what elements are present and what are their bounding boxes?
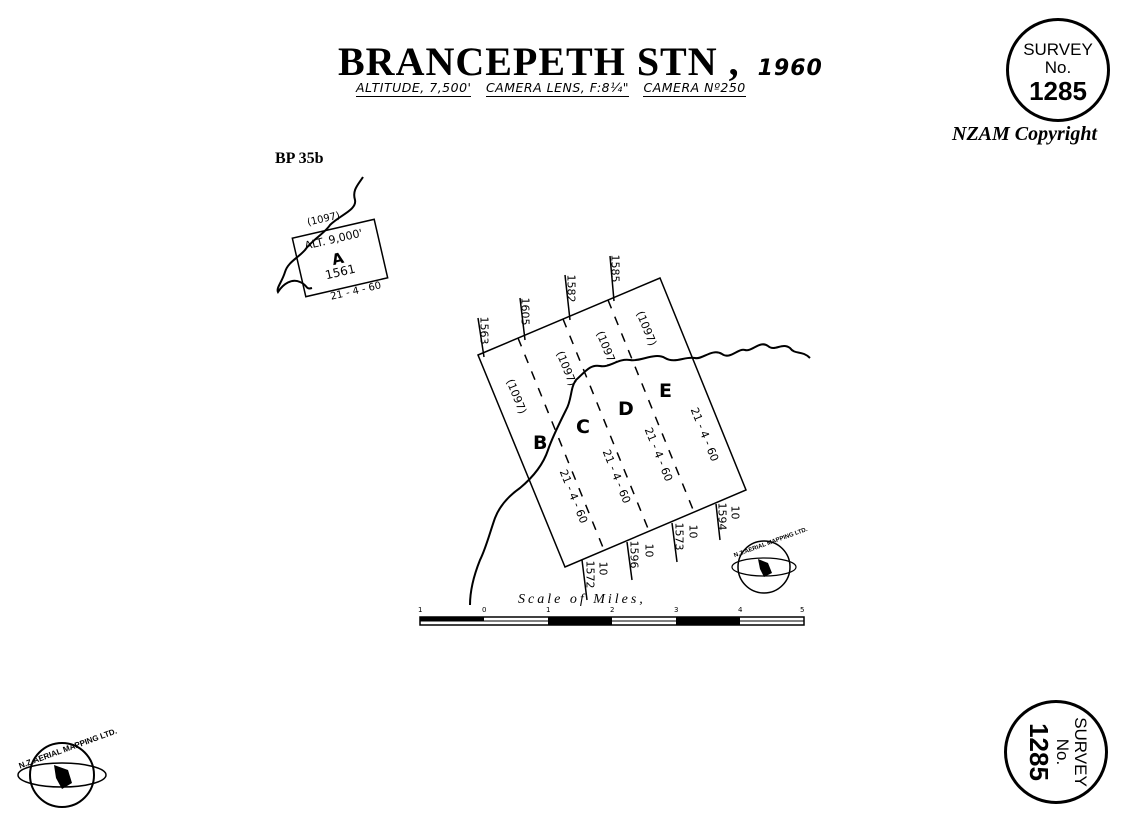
run-b-end: 1572 [583,560,597,589]
scale-tick-1: 1 [546,606,551,614]
run-b-letter: B [533,432,548,454]
copyright-notice: NZAM Copyright [952,123,1098,145]
run-c-count: 10 [642,543,656,558]
run-d-end: 1573 [672,522,686,551]
title-year: 1960 [757,56,823,81]
altitude-label: ALTITUDE, 7,500' [356,80,472,97]
run-d-count: 10 [686,524,700,539]
scale-bar [419,616,805,626]
run-ticks [477,255,721,601]
flight-specs: ALTITUDE, 7,500' CAMERA LENS, F:8¼" CAME… [356,80,756,97]
camera-label: CAMERA Nº250 [643,80,746,97]
scale-tick-5: 5 [800,606,805,614]
run-c-end: 1596 [627,540,641,569]
river [276,176,364,295]
run-a-frame [291,218,389,298]
scale-tick-left: 1 [418,606,423,614]
run-e-end: 1594 [715,502,729,531]
map-title: BRANCEPETH STN ,1960 [338,39,823,84]
run-e-start: 1585 [608,254,622,283]
scale-tick-2: 2 [610,606,615,614]
river-main [469,343,811,606]
run-lines [517,299,695,551]
scale-label: Scale of Miles, [518,592,646,607]
lens-label: CAMERA LENS, F:8¼" [485,80,629,97]
flight-block-outline [477,277,747,568]
survey-stamp-top: SURVEY No. 1285 [1006,18,1110,122]
run-b-count: 10 [596,561,610,576]
run-d-letter: D [618,398,634,420]
run-c-start: 1605 [518,297,532,326]
photo-reference: BP 35b [275,150,324,167]
run-b-start: 1563 [477,316,491,345]
run-e-count: 10 [728,505,742,520]
scale-tick-3: 3 [674,606,679,614]
scale-tick-4: 4 [738,606,743,614]
survey-stamp-bottom: SURVEY No. 1285 [1004,700,1108,804]
nzam-logo-small [731,540,797,594]
nzam-logo-large [17,742,107,808]
scale-tick-0: 0 [482,606,487,614]
run-c-letter: C [576,416,590,438]
run-e-letter: E [659,380,672,402]
run-d-start: 1582 [564,274,578,303]
